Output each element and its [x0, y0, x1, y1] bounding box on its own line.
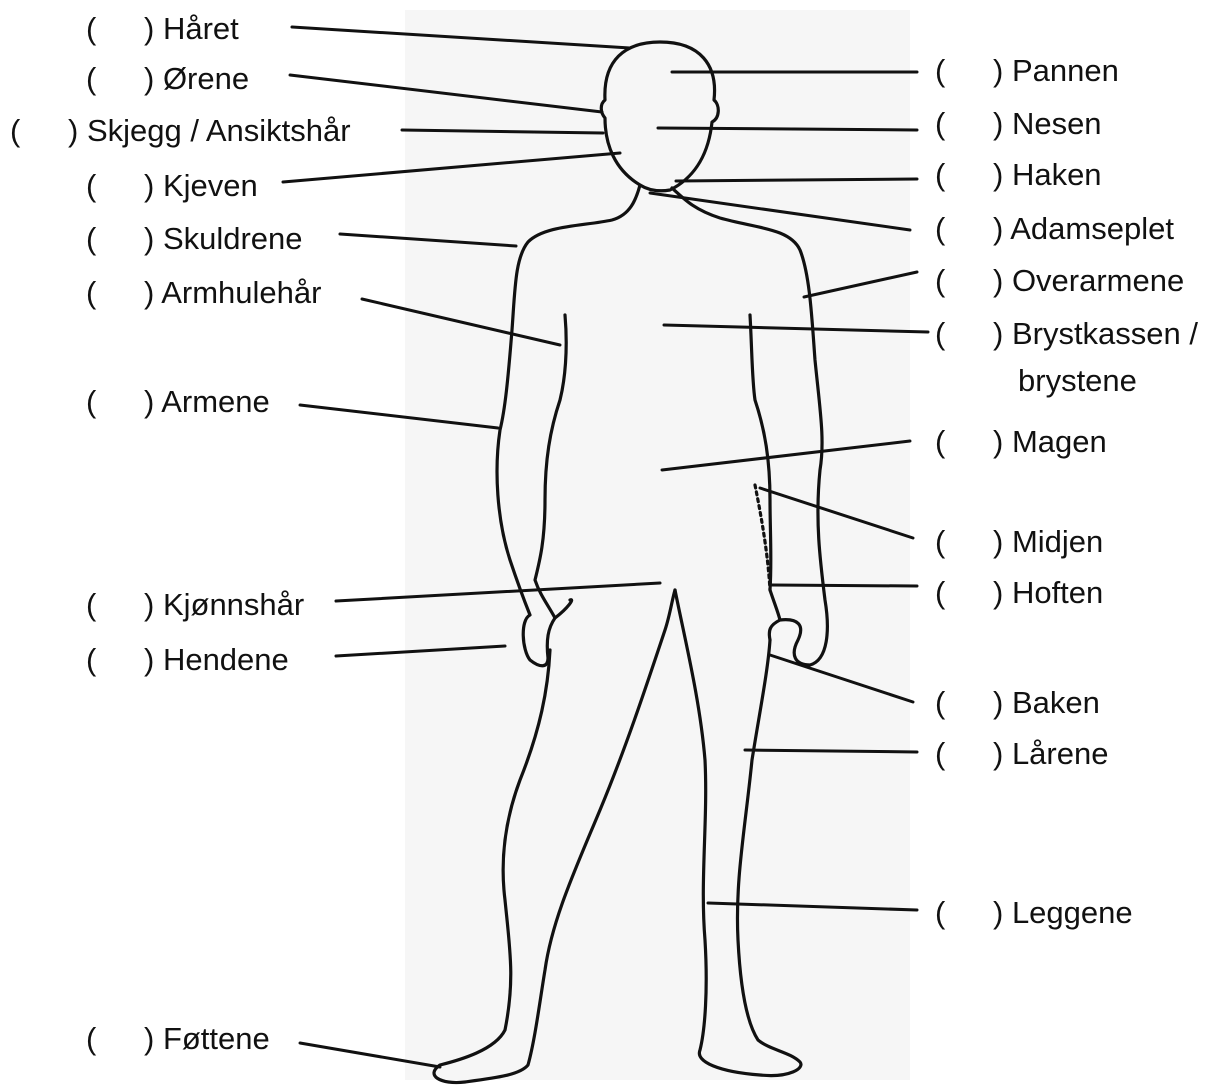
label-armhulehar: () Armhulehår	[86, 275, 321, 311]
leader-haken	[676, 179, 917, 181]
label-skuldrene: () Skuldrene	[86, 221, 303, 257]
paren-close: )	[144, 168, 163, 203]
answer-blank-larene[interactable]: (	[935, 736, 993, 772]
label-baken: () Baken	[935, 685, 1100, 721]
answer-blank-kjonnshar[interactable]: (	[86, 587, 144, 623]
answer-blank-haken[interactable]: (	[935, 157, 993, 193]
paren-close: )	[993, 424, 1012, 459]
label-text: Nesen	[1012, 106, 1102, 141]
answer-blank-fottene[interactable]: (	[86, 1021, 144, 1057]
paren-close: )	[144, 11, 163, 46]
answer-blank-overarmene[interactable]: (	[935, 263, 993, 299]
label-text: Magen	[1012, 424, 1107, 459]
paren-close: )	[144, 275, 161, 310]
label-brystene: brystene	[1018, 363, 1137, 399]
paren-close: )	[993, 106, 1012, 141]
label-text: Adamseplet	[1010, 211, 1174, 246]
answer-blank-brystkassen[interactable]: (	[935, 316, 993, 352]
label-text: Føttene	[163, 1021, 270, 1056]
paren-close: )	[993, 211, 1010, 246]
label-magen: () Magen	[935, 424, 1107, 460]
answer-blank-skjegg[interactable]: (	[10, 113, 68, 149]
paren-close: )	[993, 575, 1012, 610]
answer-blank-nesen[interactable]: (	[935, 106, 993, 142]
paren-close: )	[993, 895, 1012, 930]
label-text: Leggene	[1012, 895, 1133, 930]
label-pannen: () Pannen	[935, 53, 1119, 89]
label-midjen: () Midjen	[935, 524, 1103, 560]
label-hoften: () Hoften	[935, 575, 1103, 611]
label-text: Brystkassen /	[1012, 316, 1198, 351]
answer-blank-hendene[interactable]: (	[86, 642, 144, 678]
label-larene: () Lårene	[935, 736, 1108, 772]
label-hendene: () Hendene	[86, 642, 289, 678]
label-text: Skjegg / Ansiktshår	[87, 113, 351, 148]
label-text: Midjen	[1012, 524, 1103, 559]
leader-larene	[745, 750, 917, 752]
label-text: Hendene	[163, 642, 289, 677]
label-text: Hoften	[1012, 575, 1103, 610]
label-kjonnshar: () Kjønnshår	[86, 587, 304, 623]
answer-blank-baken[interactable]: (	[935, 685, 993, 721]
label-overarmene: () Overarmene	[935, 263, 1184, 299]
label-leggene: () Leggene	[935, 895, 1133, 931]
paren-close: )	[993, 685, 1012, 720]
label-text: Ørene	[163, 61, 249, 96]
label-text: Pannen	[1012, 53, 1119, 88]
answer-blank-leggene[interactable]: (	[935, 895, 993, 931]
label-orene: () Ørene	[86, 61, 249, 97]
label-text: Haken	[1012, 157, 1102, 192]
answer-blank-pannen[interactable]: (	[935, 53, 993, 89]
label-text: Kjønnshår	[163, 587, 304, 622]
answer-blank-adamseplet[interactable]: (	[935, 211, 993, 247]
label-haret: () Håret	[86, 11, 239, 47]
label-text: Armhulehår	[161, 275, 321, 310]
answer-blank-skuldrene[interactable]: (	[86, 221, 144, 257]
label-text: Skuldrene	[163, 221, 303, 256]
paren-close: )	[144, 221, 163, 256]
paren-close: )	[993, 157, 1012, 192]
label-text: Overarmene	[1012, 263, 1184, 298]
label-adamseplet: () Adamseplet	[935, 211, 1174, 247]
paren-close: )	[68, 113, 87, 148]
label-skjegg: () Skjegg / Ansiktshår	[10, 113, 351, 149]
paren-close: )	[144, 384, 161, 419]
answer-blank-orene[interactable]: (	[86, 61, 144, 97]
answer-blank-armene[interactable]: (	[86, 384, 144, 420]
answer-blank-haret[interactable]: (	[86, 11, 144, 47]
answer-blank-armhulehar[interactable]: (	[86, 275, 144, 311]
answer-blank-midjen[interactable]: (	[935, 524, 993, 560]
label-text: Kjeven	[163, 168, 258, 203]
label-text: Lårene	[1012, 736, 1109, 771]
label-text: Baken	[1012, 685, 1100, 720]
leader-hoften	[772, 585, 917, 586]
paren-close: )	[144, 1021, 163, 1056]
answer-blank-magen[interactable]: (	[935, 424, 993, 460]
label-text: Armene	[161, 384, 270, 419]
label-armene: () Armene	[86, 384, 270, 420]
label-text: Håret	[163, 11, 239, 46]
paren-close: )	[993, 263, 1012, 298]
leader-nesen	[658, 128, 917, 130]
paren-close: )	[144, 61, 163, 96]
answer-blank-kjeven[interactable]: (	[86, 168, 144, 204]
paren-close: )	[144, 587, 163, 622]
figure-panel	[405, 10, 910, 1080]
paren-close: )	[993, 53, 1012, 88]
paren-close: )	[993, 316, 1012, 351]
label-brystkassen: () Brystkassen /	[935, 316, 1198, 352]
label-fottene: () Føttene	[86, 1021, 270, 1057]
label-nesen: () Nesen	[935, 106, 1102, 142]
paren-close: )	[144, 642, 163, 677]
answer-blank-hoften[interactable]: (	[935, 575, 993, 611]
label-haken: () Haken	[935, 157, 1102, 193]
paren-close: )	[993, 524, 1012, 559]
paren-close: )	[993, 736, 1012, 771]
label-kjeven: () Kjeven	[86, 168, 258, 204]
